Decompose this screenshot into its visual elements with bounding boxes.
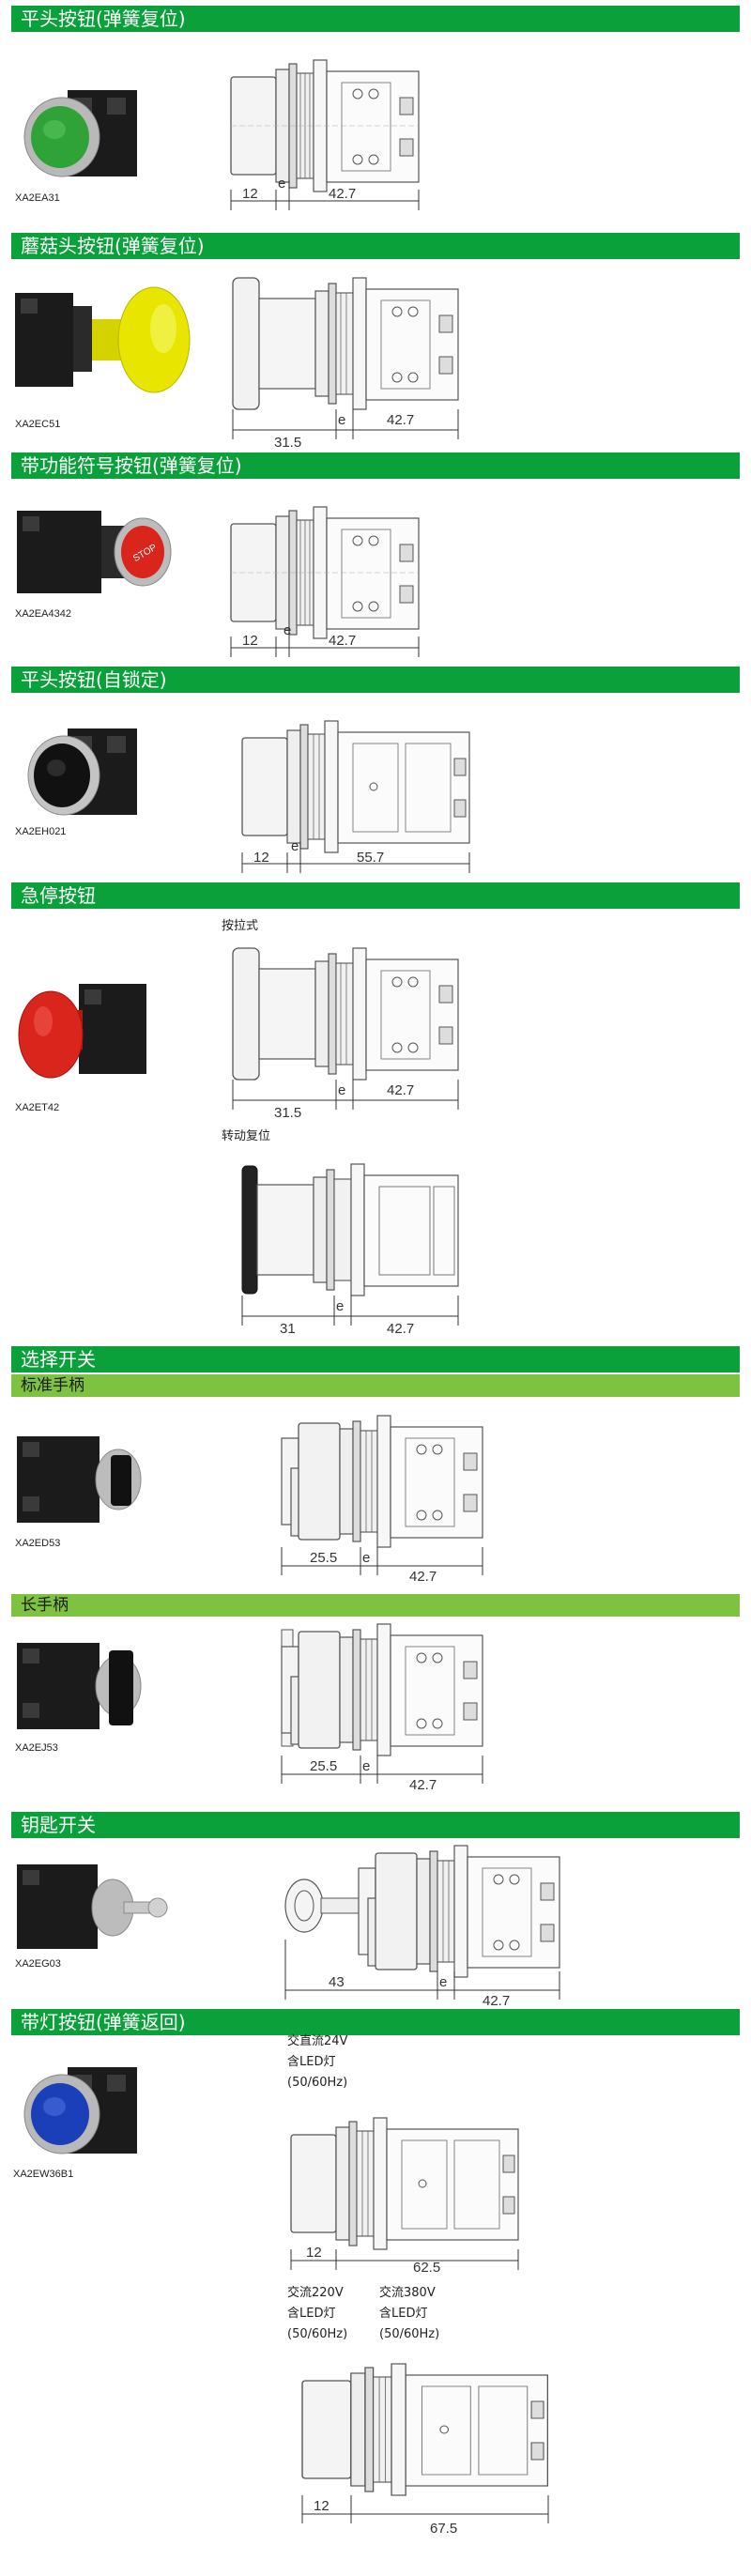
dim-e: e xyxy=(291,838,299,854)
dimension-drawing-emergency-turn: 31 e 42.7 xyxy=(241,1163,459,1337)
section-title-flat-latch: 平头按钮(自锁定) xyxy=(11,667,740,693)
dim-length: 62.5 xyxy=(413,2260,440,2276)
model-code: XA2EH021 xyxy=(15,826,67,837)
dimension-drawing-key: 43 e 42.7 xyxy=(284,1845,560,2009)
dim-length: 42.7 xyxy=(483,1993,510,2009)
dim-length: 42.7 xyxy=(387,1321,414,1337)
dim-depth: 31.5 xyxy=(274,1105,301,1121)
dim-e: e xyxy=(278,176,285,192)
section-title-mushroom: 蘑菇头按钮(弹簧复位) xyxy=(11,233,740,259)
dim-e: e xyxy=(284,622,291,638)
section-title-flat-spring: 平头按钮(弹簧复位) xyxy=(11,6,740,32)
dimension-drawing-selector-long: 25.5 e 42.7 xyxy=(281,1623,483,1793)
voltage-note-220v: 交流220V 含LED灯 (50/60Hz) xyxy=(287,2286,348,2341)
dim-depth: 12 xyxy=(253,850,269,866)
flat-green-button-photo xyxy=(23,90,137,177)
dimension-drawing-emergency-push-pull: 31.5 e 42.7 xyxy=(232,947,459,1121)
dim-e: e xyxy=(439,1974,447,1990)
model-code: XA2ED53 xyxy=(15,1538,61,1549)
voltage-note-24v: 交直流24V 含LED灯 (50/60Hz) xyxy=(287,2034,348,2090)
dim-length: 55.7 xyxy=(357,850,384,866)
dimension-drawing-illuminated-24v: 12 62.5 xyxy=(290,2117,519,2276)
dim-e: e xyxy=(336,1298,344,1314)
variant-label-push-pull: 按拉式 xyxy=(222,919,259,933)
section-title-key: 钥匙开关 xyxy=(11,1812,740,1838)
subsection-title-standard-handle: 标准手柄 xyxy=(11,1374,740,1397)
dim-length: 67.5 xyxy=(430,2521,457,2537)
voltage-note-380v: 交流380V 含LED灯 (50/60Hz) xyxy=(379,2286,440,2341)
model-code: XA2EW36B1 xyxy=(13,2169,74,2180)
dim-depth: 43 xyxy=(329,1974,345,1990)
section-title-symbol: 带功能符号按钮(弹簧复位) xyxy=(11,452,740,479)
mushroom-yellow-button-photo xyxy=(15,286,191,393)
dim-depth: 25.5 xyxy=(310,1550,337,1566)
dim-depth: 12 xyxy=(314,2498,330,2514)
dim-length: 42.7 xyxy=(387,1082,414,1098)
section-title-emergency: 急停按钮 xyxy=(11,882,740,909)
dim-depth: 12 xyxy=(242,633,258,649)
dim-e: e xyxy=(338,1082,345,1098)
dimension-drawing-flat-latch: 12 e 55.7 xyxy=(241,720,470,873)
key-switch-photo xyxy=(17,1864,168,1949)
dim-length: 42.7 xyxy=(329,186,356,202)
model-code: XA2EJ53 xyxy=(15,1742,58,1754)
model-code: XA2ET42 xyxy=(15,1102,60,1113)
dim-depth: 25.5 xyxy=(310,1758,337,1774)
stop-button-photo: STOP xyxy=(17,511,172,593)
dim-length: 42.7 xyxy=(387,412,414,428)
dimension-drawing-flat-spring: 12 e 42.7 xyxy=(230,59,420,210)
dim-length: 42.7 xyxy=(409,1777,437,1793)
variant-label-turn-release: 转动复位 xyxy=(222,1129,271,1143)
dim-depth: 12 xyxy=(242,186,258,202)
flat-black-button-photo xyxy=(27,728,137,816)
model-code: XA2EC51 xyxy=(15,419,61,430)
dim-length: 42.7 xyxy=(329,633,356,649)
dimension-drawing-selector-standard: 25.5 e 42.7 xyxy=(281,1415,483,1585)
dim-depth: 31.5 xyxy=(274,435,301,451)
dimension-drawing-mushroom: 31.5 e 42.7 xyxy=(232,277,459,451)
emergency-red-button-photo xyxy=(18,984,146,1079)
model-code: XA2EG03 xyxy=(15,1958,61,1970)
dim-length: 42.7 xyxy=(409,1569,437,1585)
dim-e: e xyxy=(362,1758,370,1774)
model-code: XA2EA4342 xyxy=(15,608,71,620)
section-title-selector: 选择开关 xyxy=(11,1346,740,1372)
dim-e: e xyxy=(362,1550,370,1566)
selector-long-photo xyxy=(17,1643,142,1729)
dim-depth: 31 xyxy=(280,1321,296,1337)
subsection-title-long-handle: 长手柄 xyxy=(11,1594,740,1617)
selector-standard-photo xyxy=(17,1436,142,1523)
model-code: XA2EA31 xyxy=(15,192,60,204)
section-title-illuminated: 带灯按钮(弹簧返回) xyxy=(11,2009,740,2035)
illuminated-blue-button-photo xyxy=(23,2067,137,2154)
dim-e: e xyxy=(338,412,345,428)
dim-depth: 12 xyxy=(306,2245,322,2261)
dimension-drawing-illuminated-220-380v: 12 67.5 xyxy=(301,2363,549,2537)
dimension-drawing-symbol: 12 e 42.7 xyxy=(230,506,420,657)
